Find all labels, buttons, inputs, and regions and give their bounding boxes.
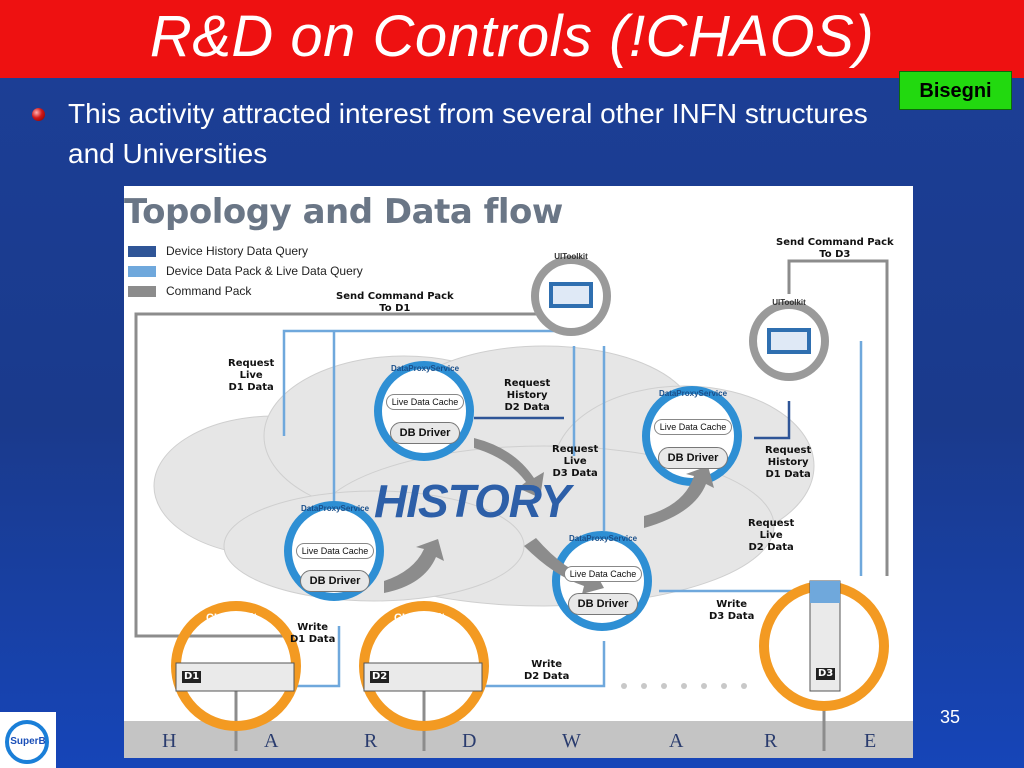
hardware-letter: A xyxy=(264,730,280,752)
db-driver: DB Driver xyxy=(568,593,638,615)
label-req-hist-d1: Request History D1 Data xyxy=(765,445,812,480)
label-req-live-d1: Request Live D1 Data xyxy=(228,358,275,393)
topology-diagram xyxy=(124,256,913,758)
data-lines xyxy=(282,329,863,688)
device-label: D2 xyxy=(370,671,390,683)
history-lines xyxy=(474,401,791,440)
ui-toolkit-nodes xyxy=(531,256,829,381)
device-label: D3 xyxy=(816,668,836,680)
dotted-line xyxy=(621,683,747,689)
hardware-letter: R xyxy=(764,730,779,752)
label-write-d1: Write D1 Data xyxy=(290,622,336,645)
legend-item: Device History Data Query xyxy=(128,244,308,258)
label-write-d3: Write D3 Data xyxy=(709,599,755,622)
superb-logo: SuperB xyxy=(0,712,56,768)
proxy-service-label: DataProxyService xyxy=(390,364,460,373)
label-req-live-d3: Request Live D3 Data xyxy=(552,444,599,479)
legend-label: Device History Data Query xyxy=(166,244,309,258)
label-write-d2: Write D2 Data xyxy=(524,659,570,682)
cu-toolkit-label: CUToolkit xyxy=(206,612,258,624)
db-driver: DB Driver xyxy=(658,447,728,469)
history-label: HISTORY xyxy=(374,475,571,527)
bullet-icon xyxy=(32,108,45,121)
cu-toolkit-label: CUToolkit xyxy=(794,571,846,583)
hardware-letter: E xyxy=(864,730,878,752)
legend-label: Command Pack xyxy=(166,284,252,298)
figure-title: Topology and Data flow xyxy=(124,192,563,232)
legend-item: Command Pack xyxy=(128,284,251,298)
topology-figure: Topology and Data flow Device History Da… xyxy=(124,186,913,758)
label-send-cmd-d3: Send Command Pack To D3 xyxy=(776,237,894,260)
live-data-cache: Live Data Cache xyxy=(296,543,374,559)
legend-swatch xyxy=(128,265,156,277)
label-req-live-d2: Request Live D2 Data xyxy=(748,518,795,553)
hardware-letter: A xyxy=(669,730,685,752)
label-send-cmd-d1: Send Command Pack To D1 xyxy=(336,291,454,314)
live-data-cache: Live Data Cache xyxy=(564,566,642,582)
cu-toolkit-label: CUToolkit xyxy=(394,612,446,624)
label-req-hist-d2: Request History D2 Data xyxy=(504,378,551,413)
legend-item: Device Data Pack & Live Data Query xyxy=(128,264,363,278)
db-driver: DB Driver xyxy=(390,422,460,444)
legend-swatch xyxy=(128,245,156,257)
bullet-text: This activity attracted interest from se… xyxy=(68,98,868,169)
hardware-letter: D xyxy=(462,730,478,752)
author-badge: Bisegni xyxy=(899,71,1012,110)
logo-ring-icon xyxy=(5,720,49,764)
title-bar xyxy=(0,0,1024,78)
hardware-letter: H xyxy=(162,730,178,752)
hardware-letter: W xyxy=(562,730,582,752)
db-driver: DB Driver xyxy=(300,570,370,592)
slide-title: R&D on Controls (!CHAOS) xyxy=(149,4,875,69)
legend-swatch xyxy=(128,285,156,297)
ui-toolkit-label: UIToolkit xyxy=(554,252,588,261)
curved-arrows xyxy=(384,438,714,594)
proxy-service-label: DataProxyService xyxy=(568,534,638,543)
cu-toolkit-nodes xyxy=(171,581,889,731)
proxy-service-label: DataProxyService xyxy=(300,504,370,513)
device-label: D1 xyxy=(182,671,202,683)
live-data-cache: Live Data Cache xyxy=(654,419,732,435)
live-data-cache: Live Data Cache xyxy=(386,394,464,410)
hardware-letter: R xyxy=(364,730,379,752)
ui-toolkit-label: UIToolkit xyxy=(772,298,806,307)
proxy-service-label: DataProxyService xyxy=(658,389,728,398)
logo-text: SuperB xyxy=(10,736,46,747)
page-number: 35 xyxy=(940,707,961,727)
legend-label: Device Data Pack & Live Data Query xyxy=(166,264,363,278)
